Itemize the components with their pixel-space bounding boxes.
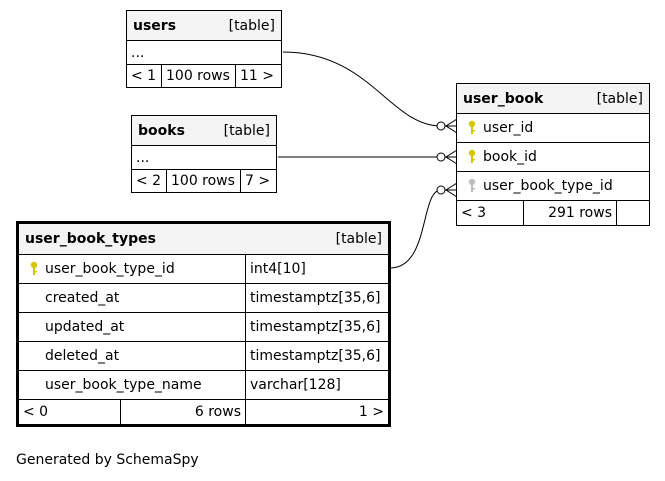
columns-ellipsis: ... bbox=[131, 44, 145, 61]
table-books[interactable]: books [table] ... < 2 100 rows 7 > bbox=[131, 115, 277, 193]
column-type: varchar[128] bbox=[245, 371, 388, 399]
table-kind: [table] bbox=[228, 17, 275, 34]
parents-count: < 3 bbox=[461, 205, 487, 221]
table-name: books bbox=[138, 122, 185, 139]
parents-count: < 1 bbox=[131, 68, 157, 84]
table-users[interactable]: users [table] ... < 1 100 rows 11 > bbox=[126, 10, 282, 88]
children-count bbox=[616, 201, 649, 225]
primary-key-icon bbox=[468, 120, 476, 134]
primary-key-icon bbox=[468, 149, 476, 163]
crows-foot-book-id bbox=[436, 149, 458, 165]
columns-ellipsis: ... bbox=[136, 149, 150, 166]
foreign-key-icon bbox=[468, 178, 476, 192]
column-type: int4[10] bbox=[245, 255, 388, 283]
column-name: deleted_at bbox=[45, 348, 120, 364]
table-name: user_book_types bbox=[25, 231, 156, 247]
column-type: timestamptz[35,6] bbox=[245, 284, 388, 312]
row-count: 100 rows bbox=[166, 170, 240, 192]
row-count: 291 rows bbox=[523, 201, 616, 225]
parents-count: < 0 bbox=[23, 404, 49, 420]
column-name-cell: user_book_type_id bbox=[19, 255, 245, 283]
column-name: created_at bbox=[45, 290, 120, 306]
column-name: updated_at bbox=[45, 319, 125, 335]
crows-foot-user-id bbox=[436, 118, 458, 134]
children-count: 7 > bbox=[240, 170, 276, 192]
table-kind: [table] bbox=[335, 231, 382, 247]
column-name: user_book_type_id bbox=[45, 261, 175, 277]
table-user-book[interactable]: user_book [table] user_id book_id bbox=[456, 83, 650, 226]
column-type: timestamptz[35,6] bbox=[245, 342, 388, 370]
column-user-book-type-id: user_book_type_id bbox=[457, 172, 617, 200]
table-user-book-types[interactable]: user_book_types [table] user_book_type_i… bbox=[16, 221, 391, 427]
column-name: user_book_type_name bbox=[45, 377, 202, 393]
link-types-user-book bbox=[389, 189, 457, 269]
children-count: 11 > bbox=[235, 65, 281, 87]
link-users-user-book bbox=[282, 51, 457, 127]
column-name: user_id bbox=[483, 120, 534, 136]
table-kind: [table] bbox=[223, 122, 270, 139]
column-book-id: book_id bbox=[457, 143, 541, 171]
children-count: 1 > bbox=[245, 400, 388, 424]
parents-count: < 2 bbox=[136, 173, 162, 189]
table-kind: [table] bbox=[596, 90, 643, 107]
generated-by-note: Generated by SchemaSpy bbox=[16, 452, 199, 468]
table-name: users bbox=[133, 17, 177, 34]
primary-key-icon bbox=[30, 261, 38, 275]
crows-foot-user-book-type-id bbox=[436, 182, 458, 198]
column-user-id: user_id bbox=[457, 114, 537, 142]
table-name: user_book bbox=[463, 90, 544, 107]
row-count: 6 rows bbox=[120, 400, 245, 424]
column-type: timestamptz[35,6] bbox=[245, 313, 388, 341]
row-count: 100 rows bbox=[161, 65, 235, 87]
column-name: book_id bbox=[483, 149, 537, 165]
column-name: user_book_type_id bbox=[483, 178, 613, 194]
